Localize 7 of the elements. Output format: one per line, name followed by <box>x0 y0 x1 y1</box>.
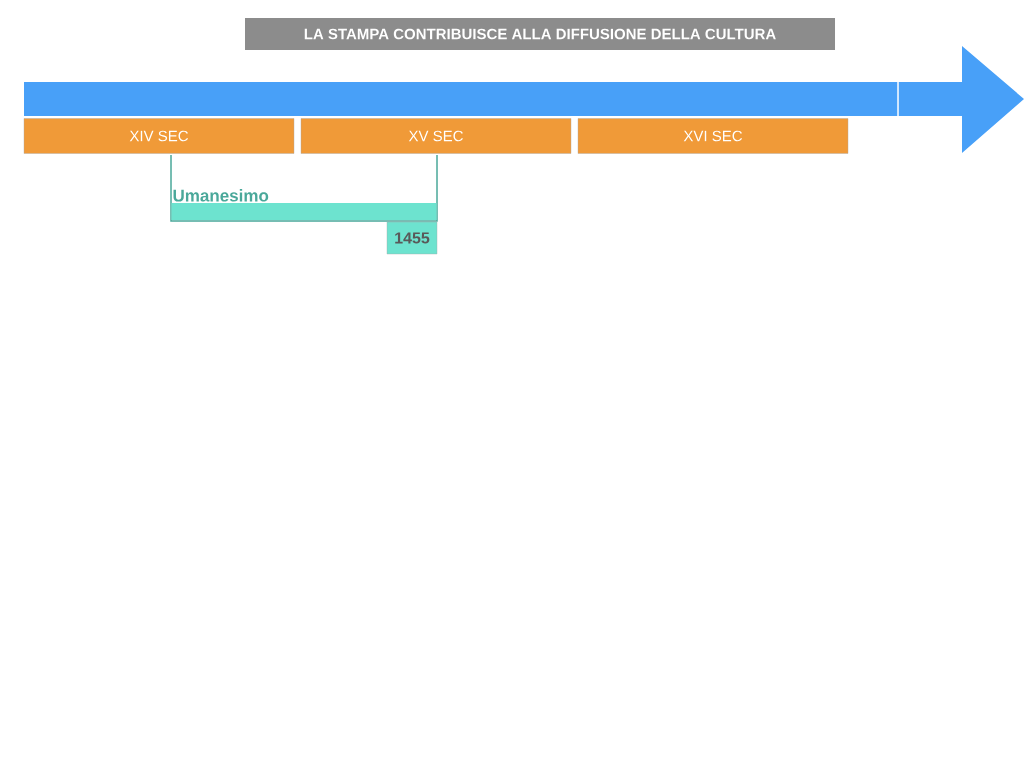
century-box: XIV SEC <box>23 118 295 154</box>
century-box: XVI SEC <box>577 118 849 154</box>
title-banner: LA STAMPA CONTRIBUISCE ALLA DIFFUSIONE DELLA CULTURA <box>245 18 835 50</box>
date-box: 1455 <box>386 221 438 255</box>
period-bar: Umanesimo <box>171 189 437 220</box>
node-label: Umanesimo <box>173 189 269 202</box>
century-box: XV SEC <box>300 118 572 154</box>
